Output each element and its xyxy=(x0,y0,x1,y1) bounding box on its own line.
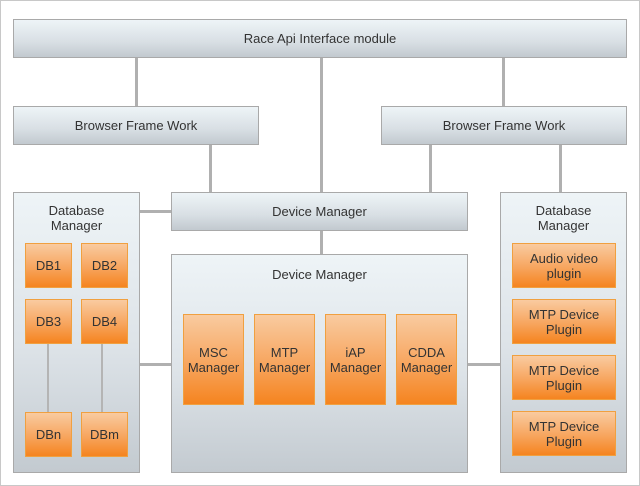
plugin-label: MTP Device Plugin xyxy=(528,306,600,337)
db-label: DB4 xyxy=(91,314,118,329)
browser-frame-work-label: Browser Frame Work xyxy=(442,118,566,133)
left-database-manager: Database Manager DB1 DB2 DB3 DB4 DBn DBm xyxy=(13,192,140,473)
db-box-db2: DB2 xyxy=(81,243,128,288)
manager-label: iAP Manager xyxy=(329,344,382,375)
connector-device-manager-to-right-db xyxy=(467,363,500,366)
connector-left-db-to-device-manager xyxy=(139,363,171,366)
device-manager-title: Device Manager xyxy=(272,267,367,282)
db-box-db4: DB4 xyxy=(81,299,128,344)
browser-frame-work-right: Browser Frame Work xyxy=(381,106,627,145)
mtp-device-plugin-1: MTP Device Plugin xyxy=(512,299,616,344)
connector-top-to-bfw-right xyxy=(502,57,505,106)
connector-db3-to-dbn xyxy=(47,344,49,413)
mtp-device-plugin-2: MTP Device Plugin xyxy=(512,355,616,400)
device-manager-header-label: Device Manager xyxy=(272,204,367,219)
connector-bfw-right-to-device-manager xyxy=(429,144,432,192)
plugin-label: Audio video plugin xyxy=(530,250,598,281)
manager-label: CDDA Manager xyxy=(400,344,453,375)
device-manager: Device Manager MSC Manager MTP Manager i… xyxy=(171,254,468,473)
db-box-dbn: DBn xyxy=(25,412,72,457)
right-database-manager: Database Manager Audio video plugin MTP … xyxy=(500,192,627,473)
connector-left-db-to-device-header xyxy=(139,210,171,213)
manager-label: MTP Manager xyxy=(258,344,311,375)
db-label: DBm xyxy=(90,427,119,442)
plugin-label: MTP Device Plugin xyxy=(528,362,600,393)
device-manager-header-box: Device Manager xyxy=(171,192,468,231)
db-label: DB1 xyxy=(35,258,62,273)
connector-top-to-bfw-left xyxy=(135,57,138,106)
connector-bfw-right-to-right-db xyxy=(559,144,562,192)
msc-manager: MSC Manager xyxy=(183,314,244,405)
db-label: DB3 xyxy=(35,314,62,329)
race-api-interface-label: Race Api Interface module xyxy=(243,31,397,46)
connector-db4-to-dbm xyxy=(101,344,103,413)
mtp-device-plugin-3: MTP Device Plugin xyxy=(512,411,616,456)
db-box-db3: DB3 xyxy=(25,299,72,344)
browser-frame-work-left: Browser Frame Work xyxy=(13,106,259,145)
connector-device-header-to-device-manager xyxy=(320,230,323,254)
connector-top-to-device-manager xyxy=(320,57,323,192)
race-api-interface-module: Race Api Interface module xyxy=(13,19,627,58)
db-label: DB2 xyxy=(91,258,118,273)
plugin-label: MTP Device Plugin xyxy=(528,418,600,449)
db-label: DBn xyxy=(35,427,62,442)
db-box-db1: DB1 xyxy=(25,243,72,288)
right-database-manager-title: Database Manager xyxy=(535,203,592,233)
manager-label: MSC Manager xyxy=(187,344,240,375)
mtp-manager: MTP Manager xyxy=(254,314,315,405)
iap-manager: iAP Manager xyxy=(325,314,386,405)
browser-frame-work-label: Browser Frame Work xyxy=(74,118,198,133)
audio-video-plugin: Audio video plugin xyxy=(512,243,616,288)
db-box-dbm: DBm xyxy=(81,412,128,457)
connector-bfw-left-to-device-manager xyxy=(209,144,212,192)
cdda-manager: CDDA Manager xyxy=(396,314,457,405)
left-database-manager-title: Database Manager xyxy=(48,203,105,233)
